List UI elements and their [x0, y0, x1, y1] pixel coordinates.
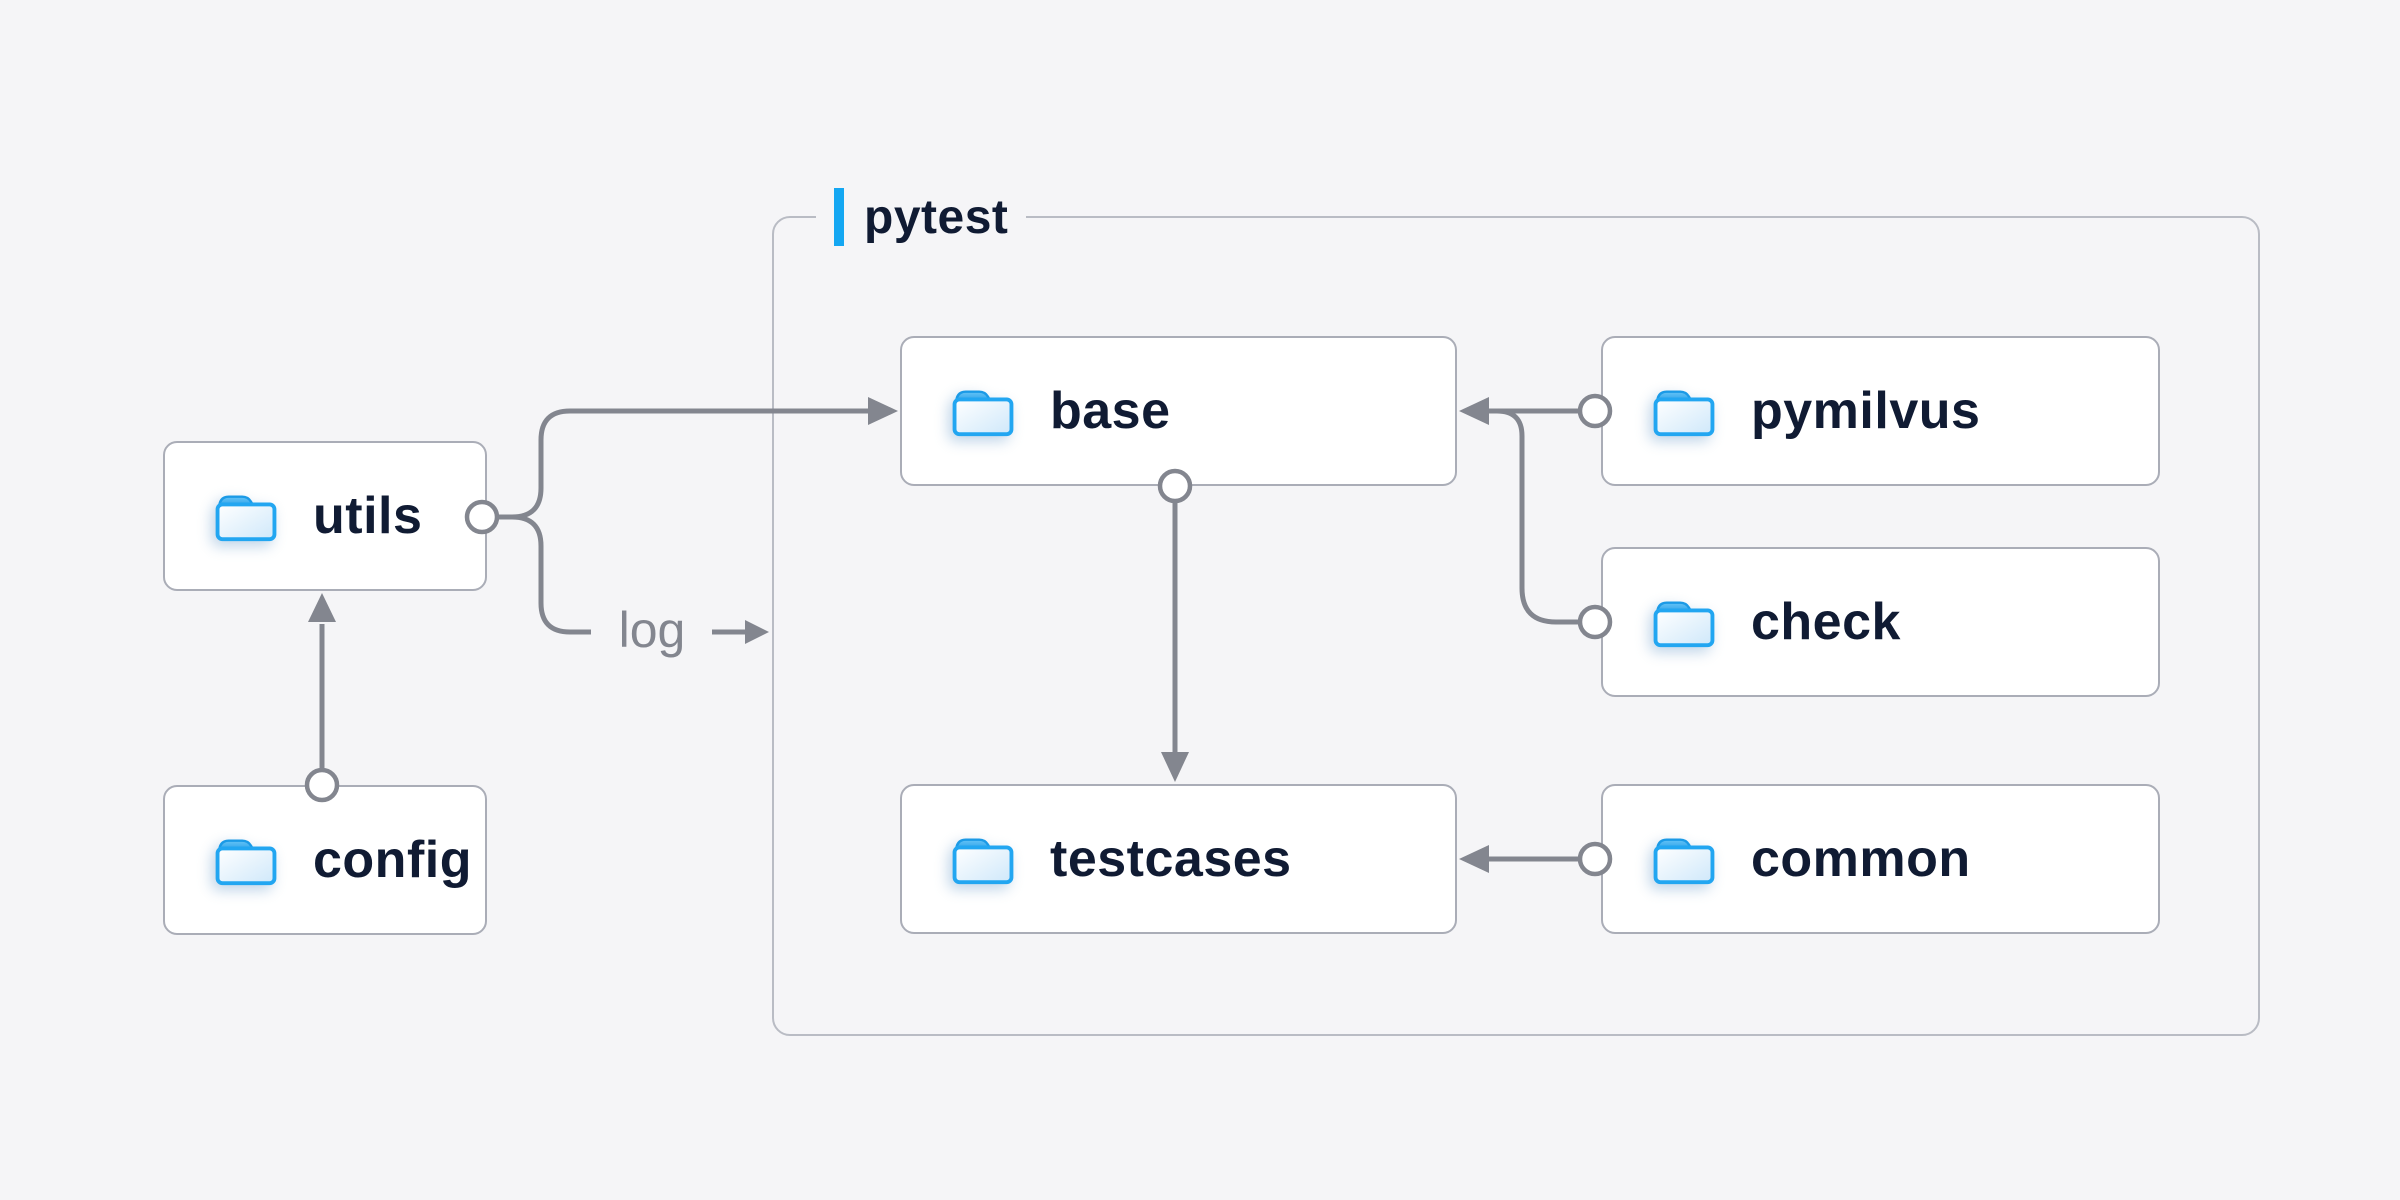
node-pymilvus-label: pymilvus [1751, 382, 1981, 440]
folder-icon [952, 838, 1014, 885]
node-config: config [163, 785, 487, 935]
node-testcases-label: testcases [1050, 830, 1292, 888]
folder-icon [215, 839, 277, 886]
node-base: base [900, 336, 1457, 486]
node-pymilvus: pymilvus [1601, 336, 2160, 486]
arrowhead-config-utils [308, 593, 336, 622]
pytest-group-title: pytest [864, 190, 1009, 244]
node-base-label: base [1050, 382, 1171, 440]
node-check: check [1601, 547, 2160, 697]
folder-icon [1653, 390, 1715, 437]
folder-icon [215, 495, 277, 542]
node-config-label: config [313, 831, 472, 889]
node-common: common [1601, 784, 2160, 934]
node-utils: utils [163, 441, 487, 591]
accent-bar [834, 188, 844, 246]
folder-icon [952, 390, 1014, 437]
node-common-label: common [1751, 830, 1971, 888]
pytest-group-label: pytest [816, 187, 1027, 247]
pytest-group-container: pytest [772, 187, 2260, 1036]
edge-label-log: log [618, 602, 686, 658]
arrowhead-log-container [745, 620, 769, 644]
folder-icon [1653, 838, 1715, 885]
node-testcases: testcases [900, 784, 1457, 934]
node-check-label: check [1751, 593, 1901, 651]
edge-utils-log [497, 514, 591, 635]
folder-icon [1653, 601, 1715, 648]
node-utils-label: utils [313, 487, 423, 545]
